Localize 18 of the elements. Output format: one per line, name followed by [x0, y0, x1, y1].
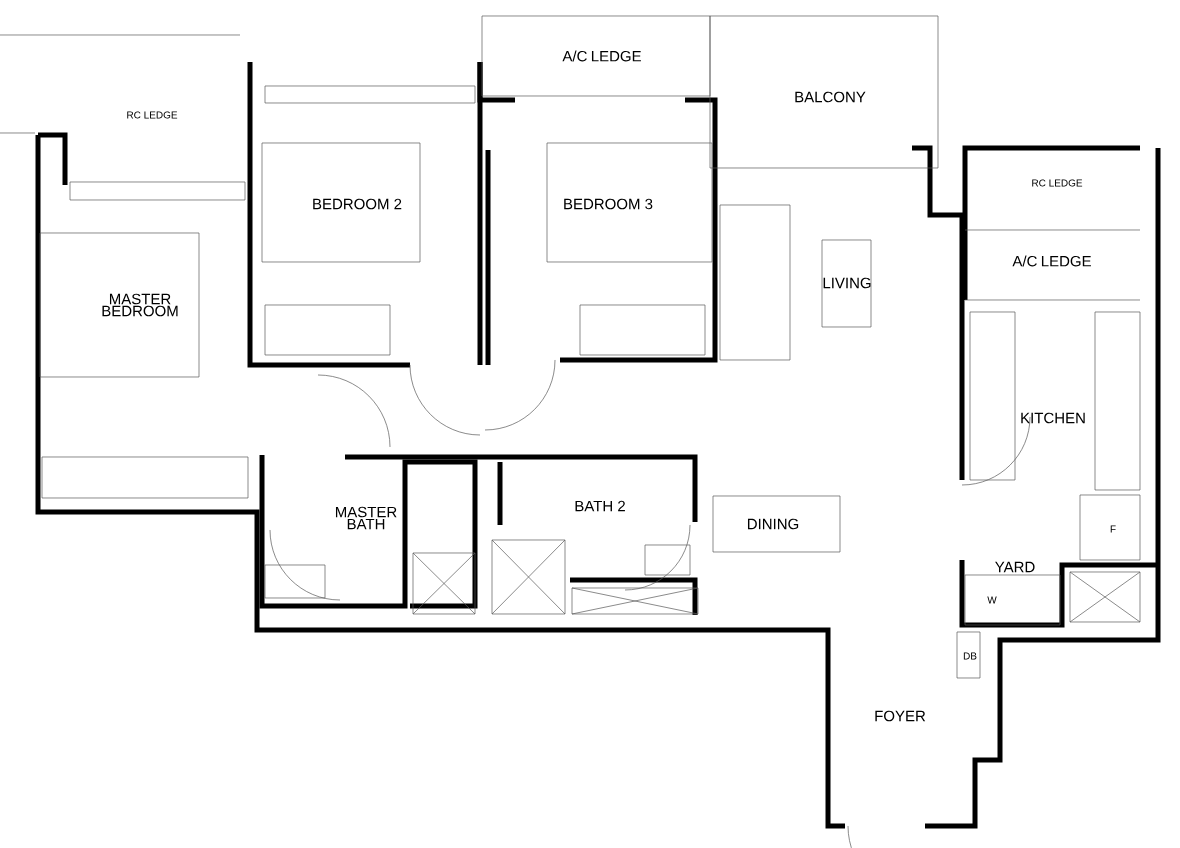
room-label: BEDROOM 2	[313, 198, 402, 210]
room-label: BEDROOM 3	[564, 198, 653, 210]
room-label: KITCHEN	[1021, 412, 1085, 424]
room-label: YARD	[995, 561, 1035, 573]
room-label: BALCONY	[795, 91, 866, 103]
room-label: F	[1110, 525, 1116, 533]
room-label: RC LEDGE	[1032, 179, 1083, 187]
room-label: BATH 2	[575, 500, 625, 512]
room-label: MASTER BEDROOM	[102, 293, 178, 317]
room-label: RC LEDGE	[127, 111, 178, 119]
room-label: A/C LEDGE	[562, 50, 641, 62]
room-label: DINING	[748, 518, 799, 530]
room-label: LIVING	[823, 277, 871, 289]
room-label: W	[987, 596, 997, 604]
room-label: A/C LEDGE	[1012, 255, 1091, 267]
room-label: MASTER BATH	[336, 506, 397, 530]
room-label: DB	[963, 652, 977, 660]
room-label: FOYER	[875, 710, 926, 722]
